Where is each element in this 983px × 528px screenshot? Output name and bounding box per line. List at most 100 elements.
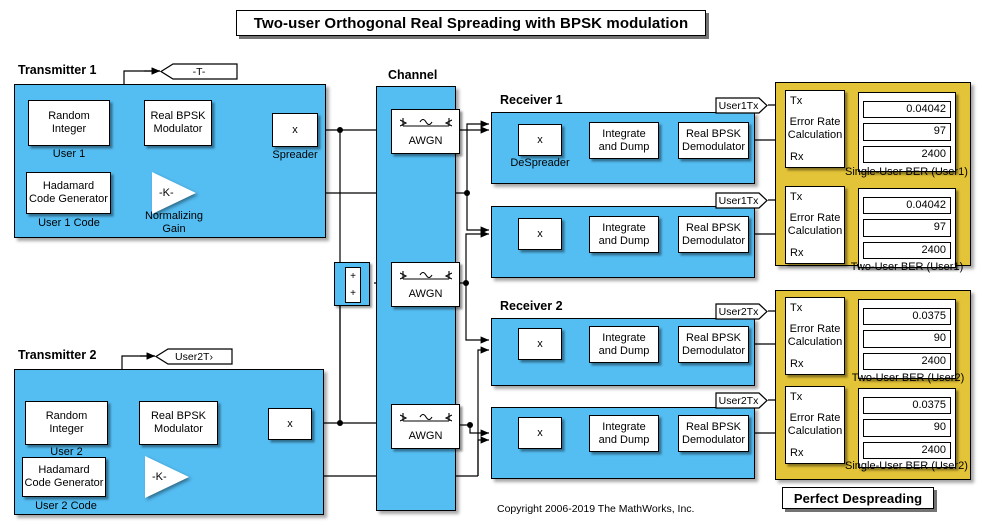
display-2-ber: 0.04042 [863,196,951,215]
rx1b-demod-line1: Real BPSK [685,221,742,234]
awgn-block-3[interactable]: AWGN [391,404,460,449]
tx1-mod-line2: Modulator [153,123,203,135]
tx1-random-integer-block[interactable]: Random Integer [28,100,110,146]
error-rate-calculation-block-1[interactable]: Tx Error Rate Calculation Rx [785,90,845,168]
display-1-total: 2400 [863,145,951,164]
tx1-source-caption: User 1 [52,148,86,160]
error-rate-calculation-block-4[interactable]: Tx Error Rate Calculation Rx [785,386,845,464]
tx1-gain-label: -K- [159,187,174,199]
display-block-1[interactable]: 0.04042 97 2400 [858,92,956,172]
tx1-spreader-product-block[interactable]: x [272,113,318,147]
awgn-block-2[interactable]: AWGN [391,262,460,307]
awgn-block-2-label: AWGN [408,288,443,300]
tx2-source-line1: Random [45,410,88,423]
rx2b-product-label: x [537,426,543,439]
rx2b-integrate-dump-block[interactable]: Integrate and Dump [589,415,659,452]
from-tag-user1tx-1[interactable]: User1Tx [715,97,768,114]
error-rate-2-title: Error Rate Calculation [786,212,844,238]
goto-tag-t-label: -T- [192,65,206,78]
tx1-code-line2: Code Generator [29,193,108,205]
display-2-errors: 97 [863,219,951,237]
tx2-code-line2: Code Generator [24,477,104,489]
rx1-bpsk-demodulator-block[interactable]: Real BPSK Demodulator [678,122,749,159]
from-tag-user1tx-2[interactable]: User1Tx [715,192,768,209]
goto-tag-t[interactable]: -T- [160,63,238,80]
rx2b-bpsk-demodulator-block[interactable]: Real BPSK Demodulator [678,415,749,452]
error-rate-calculation-block-2[interactable]: Tx Error Rate Calculation Rx [785,186,845,264]
rx1-product-label: x [537,133,543,146]
error-rate-4-title-line2: Calculation [787,425,843,437]
error-rate-3-title-line1: Error Rate [789,322,841,335]
from-tag-user1tx-1-label: User1Tx [718,99,759,112]
rx1b-int-line2: and Dump [598,234,650,247]
tx2-bpsk-modulator-block[interactable]: Real BPSK Modulator [139,401,218,445]
rx2b-product-block[interactable]: x [518,417,562,449]
perfect-despreading-note: Perfect Despreading [782,487,934,509]
display-block-2[interactable]: 0.04042 97 2400 [858,188,956,268]
rx2-int-line1: Integrate [602,331,646,344]
result-caption-1: Single-User BER (User1) [845,166,968,178]
display-3-ber: 0.0375 [863,307,951,326]
tx2-gain-label: -K- [152,471,167,483]
rx1-integrate-dump-block[interactable]: Integrate and Dump [589,122,659,159]
channel-sum-block[interactable]: + + [345,267,361,303]
error-rate-2-title-line2: Calculation [787,225,843,237]
tx1-code-line1: Hadamard [42,180,95,193]
tx1-source-line1: Random [48,110,90,123]
awgn-block-1[interactable]: AWGN [391,109,460,154]
error-rate-3-rx-port: Rx [790,358,804,370]
rx1b-bpsk-demodulator-block[interactable]: Real BPSK Demodulator [678,216,749,253]
error-rate-4-tx-port: Tx [790,391,803,403]
display-block-3[interactable]: 0.0375 90 2400 [858,299,956,379]
tx2-source-caption: User 2 [50,446,83,458]
display-1-errors: 97 [863,123,951,141]
tx2-random-integer-block[interactable]: Random Integer [25,401,108,445]
rx2-bpsk-demodulator-block[interactable]: Real BPSK Demodulator [678,326,749,363]
rx2-product-label: x [537,337,543,350]
rx2-product-block[interactable]: x [518,328,562,360]
page-title: Two-user Orthogonal Real Spreading with … [236,10,706,36]
rx1-despreader-caption: DeSpreader [510,157,570,169]
rx2-demod-line2: Demodulator [682,344,745,357]
tx2-normalizing-gain-block[interactable]: -K- [145,456,189,498]
tx1-bpsk-modulator-block[interactable]: Real BPSK Modulator [144,100,212,146]
tx1-hadamard-code-block[interactable]: Hadamard Code Generator [26,172,111,214]
rx2b-int-line1: Integrate [602,420,646,433]
result-caption-4: Single-User BER (User2) [845,460,968,472]
display-3-total: 2400 [863,352,951,371]
error-rate-2-title-line1: Error Rate [789,211,841,224]
receiver-2-label: Receiver 2 [500,299,563,313]
goto-tag-user2tx-transmitter[interactable]: User2T› [155,348,233,365]
sum-plus-top: + [350,271,356,282]
rx1b-integrate-dump-block[interactable]: Integrate and Dump [589,216,659,253]
error-rate-2-rx-port: Rx [790,247,804,259]
rx2-demod-line1: Real BPSK [685,331,742,344]
awgn-block-3-label: AWGN [408,430,443,442]
awgn-block-1-label: AWGN [408,135,443,147]
rx2b-int-line2: and Dump [598,433,650,446]
error-rate-calculation-block-3[interactable]: Tx Error Rate Calculation Rx [785,297,845,375]
from-tag-user2tx-2[interactable]: User2Tx [715,392,768,409]
display-4-total: 2400 [863,441,951,460]
channel-label: Channel [388,68,438,82]
tx2-mod-line2: Modulator [154,423,203,435]
result-caption-2: Two-User BER (User1) [850,261,964,273]
rx2-integrate-dump-block[interactable]: Integrate and Dump [589,326,659,363]
from-tag-user2tx-1[interactable]: User2Tx [715,303,768,320]
error-rate-4-title: Error Rate Calculation [786,412,844,438]
rx1-despreader-product-block[interactable]: x [518,124,562,156]
tx1-mod-line1: Real BPSK [150,110,206,123]
rx1-int-line1: Integrate [602,127,646,140]
tx2-spreader-product-block[interactable]: x [268,408,312,440]
tx2-code-caption: User 2 Code [35,500,97,512]
from-tag-user1tx-2-label: User1Tx [718,194,759,207]
transmitter-1-label: Transmitter 1 [18,63,97,77]
rx1-demod-line2: Demodulator [682,140,745,153]
display-block-4[interactable]: 0.0375 90 2400 [858,388,956,468]
transmitter-2-label: Transmitter 2 [18,348,97,362]
tx2-hadamard-code-block[interactable]: Hadamard Code Generator [22,457,106,497]
result-caption-3: Two-User BER (User2) [851,372,965,384]
rx1b-product-block[interactable]: x [518,218,562,250]
tx1-normalizing-gain-block[interactable]: -K- [152,172,196,214]
